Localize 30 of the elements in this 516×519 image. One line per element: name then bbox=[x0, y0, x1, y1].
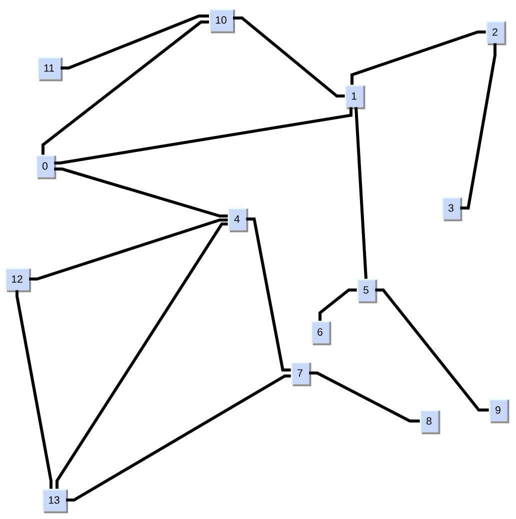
node-box: 7 bbox=[290, 362, 312, 386]
node-box: 0 bbox=[36, 154, 56, 180]
connector-line bbox=[318, 288, 357, 321]
node-box: 10 bbox=[208, 8, 236, 34]
connector-line bbox=[246, 218, 291, 372]
node-box: 13 bbox=[42, 488, 68, 514]
connector-line bbox=[460, 43, 496, 210]
node-box: 5 bbox=[356, 278, 378, 304]
node-box: 4 bbox=[228, 208, 248, 232]
connector-line bbox=[60, 14, 209, 70]
node-box: 12 bbox=[4, 268, 32, 292]
connector-line bbox=[56, 222, 228, 489]
connector-line bbox=[16, 290, 52, 489]
connector-line bbox=[42, 20, 209, 155]
node-box: 8 bbox=[420, 410, 440, 434]
node-box: 3 bbox=[442, 196, 462, 222]
connector-line bbox=[350, 30, 486, 85]
connector-line bbox=[354, 107, 368, 279]
node-box: 6 bbox=[310, 320, 332, 346]
node-box: 9 bbox=[488, 398, 510, 424]
connector-line bbox=[66, 374, 291, 502]
connector-line bbox=[375, 288, 489, 412]
connector-line bbox=[54, 168, 228, 218]
node-box: 2 bbox=[486, 20, 506, 46]
connector-line bbox=[54, 107, 352, 164]
connector-line bbox=[29, 218, 228, 280]
connector-line bbox=[233, 16, 345, 98]
connector-line bbox=[309, 372, 420, 422]
node-box: 11 bbox=[37, 56, 63, 82]
node-box: 1 bbox=[344, 84, 366, 110]
